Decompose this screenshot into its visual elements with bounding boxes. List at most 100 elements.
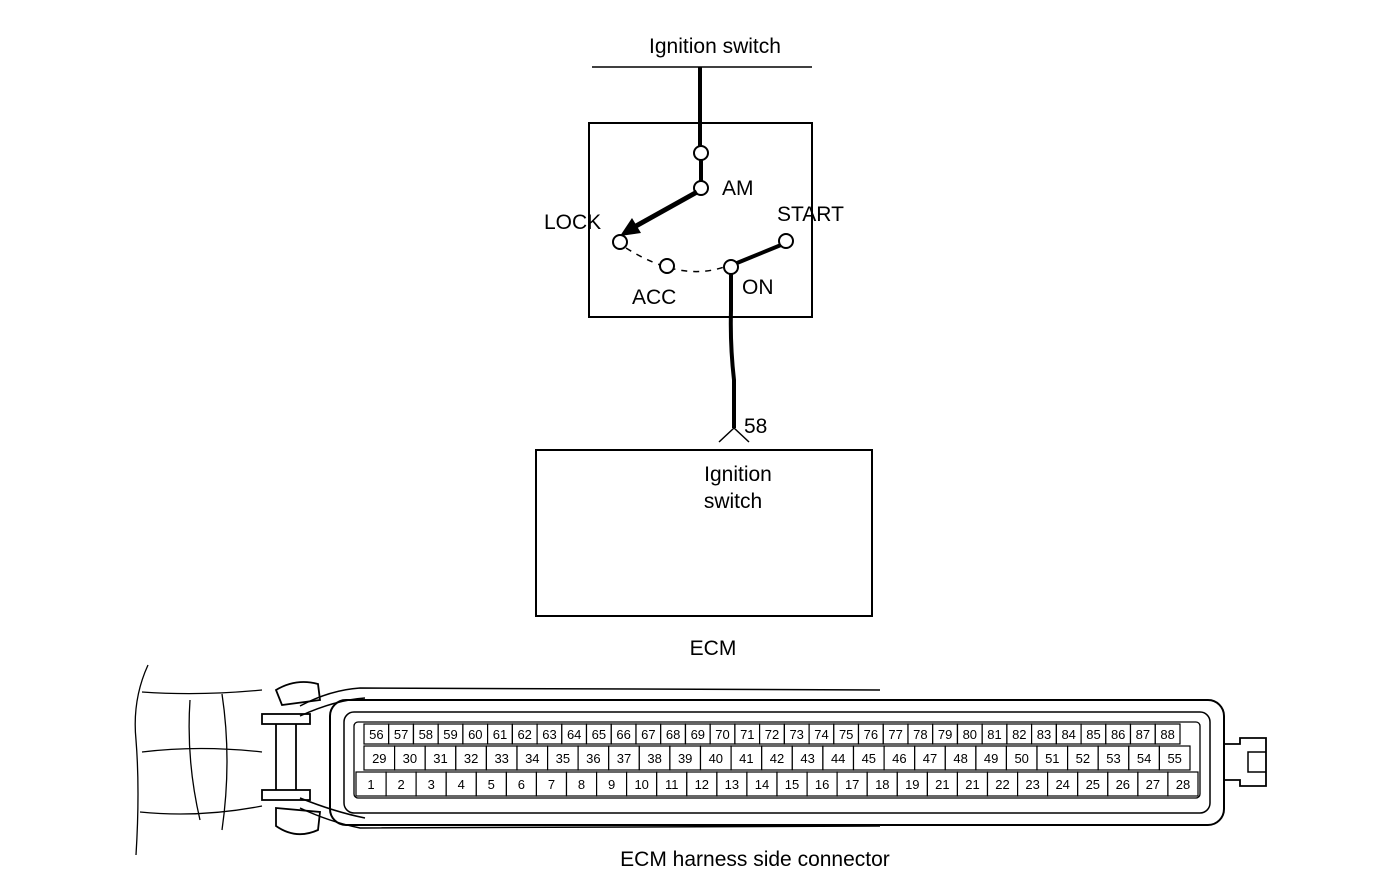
lock-terminal (612, 234, 628, 250)
ecm-label: ECM (690, 637, 737, 660)
acc-label: ACC (632, 286, 676, 309)
connector-pin-label: 72 (765, 727, 779, 742)
connector-pin-label: 80 (963, 727, 977, 742)
start-link (736, 243, 782, 265)
connector-pin-label: 35 (556, 751, 570, 766)
connector-pin-cell (415, 771, 447, 797)
start-label: START (777, 203, 844, 226)
connector-pin-label: 67 (641, 727, 655, 742)
connector-pin-label: 40 (709, 751, 723, 766)
connector-pin-label: 1 (367, 777, 374, 792)
connector-pin-cell (986, 771, 1019, 797)
connector-pin-label: 50 (1014, 751, 1028, 766)
connector-pin-cell (1154, 723, 1181, 745)
connector-pin-label: 13 (725, 777, 739, 792)
switch-arm-arrowhead (620, 218, 641, 236)
connector-pin-label: 62 (517, 727, 531, 742)
connector-pin-cell (1066, 745, 1099, 771)
connector-pin-label: 84 (1061, 727, 1075, 742)
connector-pin-cell (638, 745, 671, 771)
switch-title: Ignition switch (649, 35, 781, 58)
connector-pin-cell (1167, 771, 1199, 797)
connector-pin-cell (866, 771, 898, 797)
connector-pin-label: 25 (1086, 777, 1100, 792)
connector-pin-label: 46 (892, 751, 906, 766)
connector-pin-label: 28 (1176, 777, 1190, 792)
connector-pin-label: 86 (1111, 727, 1125, 742)
connector-pin-label: 22 (995, 777, 1009, 792)
connector-pin-cell (975, 745, 1008, 771)
connector-housing-outer (329, 699, 1225, 826)
connector-pin-label: 23 (1025, 777, 1039, 792)
connector-pin-label: 47 (923, 751, 937, 766)
connector-pin-label: 76 (864, 727, 878, 742)
switch-travel-path (625, 247, 725, 273)
pin-area-frame (353, 721, 1201, 799)
connector-housing-inner (343, 711, 1211, 814)
connector-pin-label: 12 (695, 777, 709, 792)
connector-pin-cell (1097, 745, 1130, 771)
connector-pin-label: 66 (616, 727, 630, 742)
boot-latch-bottom (261, 789, 311, 801)
connector-pin-label: 39 (678, 751, 692, 766)
connector-pin-label: 57 (394, 727, 408, 742)
connector-pin-label: 60 (468, 727, 482, 742)
connector-pin-label: 64 (567, 727, 581, 742)
connector-pin-label: 42 (770, 751, 784, 766)
connector-pin-label: 21 (935, 777, 949, 792)
on-terminal (723, 259, 739, 275)
wire-number-label: 58 (744, 415, 767, 438)
connector-pin-label: 18 (875, 777, 889, 792)
connector-pin-cell (608, 745, 640, 771)
connector-pin-cell (716, 771, 748, 797)
connector-caption: ECM harness side connector (620, 848, 890, 871)
connector-pin-label: 65 (592, 727, 606, 742)
connector-pin-label: 68 (666, 727, 680, 742)
connector-pin-label: 87 (1136, 727, 1150, 742)
connector-pin-label: 26 (1116, 777, 1130, 792)
connector-pin-label: 56 (369, 727, 383, 742)
connector-pin-cell (746, 771, 778, 797)
connector-pin-cell (394, 745, 426, 771)
connector-pin-symbol (718, 426, 750, 443)
connector-pin-cell (1137, 771, 1169, 797)
connector-pin-label: 32 (464, 751, 478, 766)
connector-pin-cell (1158, 745, 1191, 771)
connector-pin-cell (455, 745, 487, 771)
connector-pin-label: 3 (428, 777, 435, 792)
connector-pin-label: 83 (1037, 727, 1051, 742)
connector-pin-label: 17 (845, 777, 859, 792)
connector-pin-label: 27 (1146, 777, 1160, 792)
connector-pin-label: 36 (586, 751, 600, 766)
connector-pin-label: 31 (433, 751, 447, 766)
connector-pin-label: 9 (608, 777, 615, 792)
connector-pin-label: 6 (518, 777, 525, 792)
ecm-box-line2: switch (704, 490, 762, 513)
connector-pin-label: 55 (1167, 751, 1181, 766)
connector-pin-cell (475, 771, 507, 797)
connector-pin-cell (546, 745, 579, 771)
connector-pin-label: 30 (403, 751, 417, 766)
ignition-switch-box (588, 122, 813, 318)
connector-pin-label: 8 (578, 777, 585, 792)
connector-pin-label: 38 (647, 751, 661, 766)
connector-pin-label: 37 (617, 751, 631, 766)
boot-tapered-bottom (299, 797, 881, 829)
ecm-box-line1: Ignition (704, 463, 772, 486)
connector-pin-label: 77 (888, 727, 902, 742)
connector-pin-label: 71 (740, 727, 754, 742)
connector-pin-label: 51 (1045, 751, 1059, 766)
connector-pin-label: 45 (862, 751, 876, 766)
connector-end-tab (1224, 737, 1267, 787)
connector-pin-cell (565, 771, 598, 797)
connector-pin-label: 85 (1086, 727, 1100, 742)
am-terminal (693, 180, 709, 196)
connector-pin-label: 33 (494, 751, 508, 766)
lock-label: LOCK (544, 211, 601, 234)
connector-pin-cell (625, 771, 658, 797)
connector-pin-label: 69 (691, 727, 705, 742)
wire-bundle (134, 664, 263, 856)
ignition-signal-wire (728, 274, 736, 428)
